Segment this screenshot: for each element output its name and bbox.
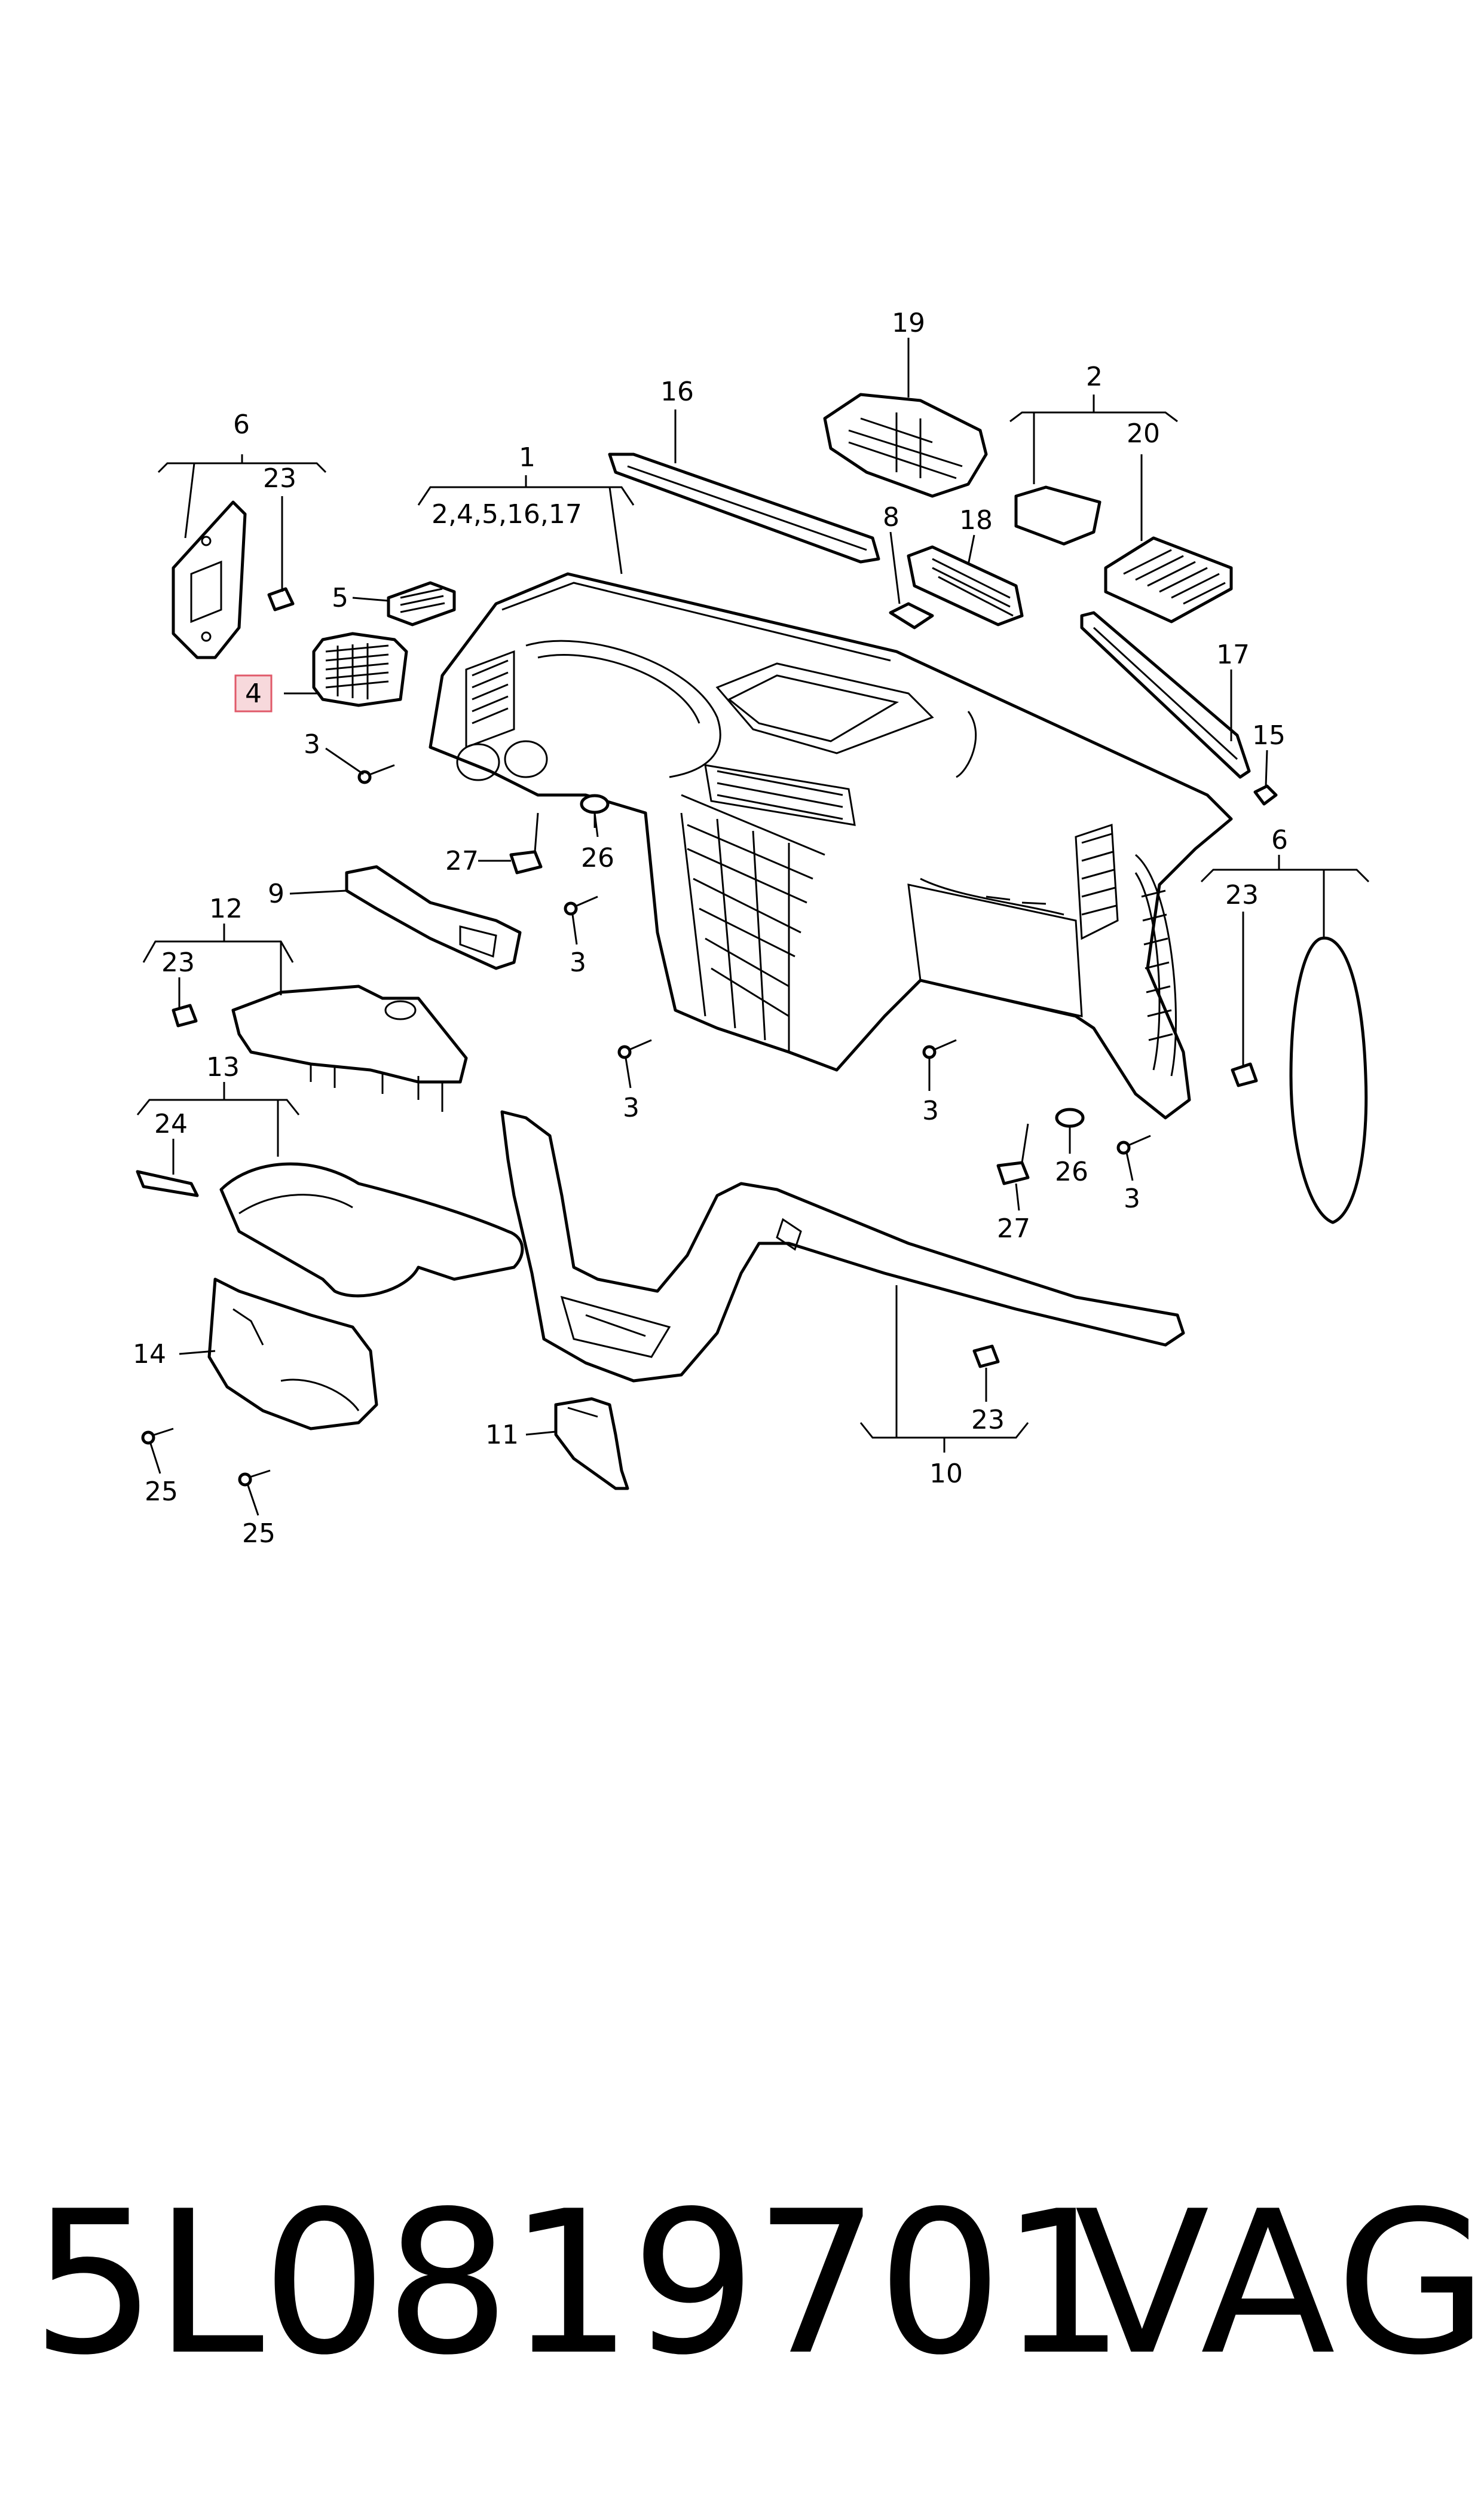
clip-23-right [1231, 1062, 1258, 1087]
callout-23-right: 23 [1225, 880, 1259, 910]
screw-3-c [617, 1039, 652, 1059]
callout-27-a: 27 [445, 846, 479, 876]
callout-1-sub: 2,4,5,16,17 [432, 499, 582, 530]
side-cover-right [1289, 936, 1368, 1224]
side-cover-left [172, 500, 247, 659]
callout-4-highlight [234, 674, 273, 713]
cap-8 [889, 602, 934, 629]
bracket-11 [554, 1397, 629, 1490]
callout-18: 18 [959, 505, 993, 536]
callout-13: 13 [206, 1052, 240, 1083]
cross-member-10 [500, 1110, 1185, 1383]
defroster-strip-16 [608, 453, 880, 564]
screw-3-e [1116, 1135, 1151, 1155]
callout-16: 16 [660, 377, 694, 407]
callout-25-a: 25 [145, 1476, 178, 1507]
callout-6-left: 6 [233, 409, 250, 440]
callout-3-a: 3 [304, 729, 320, 760]
callout-2: 2 [1086, 362, 1103, 392]
air-vent-4 [312, 632, 408, 707]
callout-4: 4 [245, 678, 262, 709]
screw-3-b [564, 895, 598, 916]
callout-23-left: 23 [161, 947, 195, 978]
brand-name: VAG [1075, 2169, 1484, 2398]
defroster-strip-17 [1080, 611, 1251, 779]
cap-15 [1253, 784, 1278, 806]
callout-26-a: 26 [581, 843, 614, 873]
callout-24: 24 [154, 1109, 188, 1139]
callout-1: 1 [519, 442, 536, 473]
callout-27-b: 27 [997, 1213, 1030, 1244]
callout-20: 20 [1127, 418, 1160, 449]
air-vent-5 [387, 581, 456, 626]
clip-27-a [509, 812, 543, 875]
callout-17: 17 [1216, 640, 1250, 670]
callout-labels: 6 23 1 2,4,5,16,17 16 19 2 20 8 18 5 4 1… [133, 308, 1288, 1549]
steering-column-cover-14 [207, 1277, 378, 1430]
callout-12: 12 [209, 894, 243, 924]
center-vent-19 [823, 393, 988, 498]
dashboard-panel [429, 572, 1233, 1120]
clip-24 [136, 1170, 199, 1197]
vent-grille-18 [907, 545, 1024, 626]
clip-23-top-left [267, 587, 295, 612]
leader-lines [136, 338, 1370, 1516]
clip-27-b [996, 1123, 1030, 1185]
screw-25-a [141, 1427, 174, 1445]
cover-2 [1014, 485, 1101, 546]
callout-5: 5 [332, 583, 348, 613]
clip-23-bottom [972, 1344, 1000, 1368]
screw-3-d [922, 1039, 957, 1059]
callout-3-d: 3 [922, 1096, 939, 1126]
callout-15: 15 [1252, 720, 1286, 751]
callout-23-top-left: 23 [263, 463, 296, 494]
callout-11: 11 [485, 1420, 519, 1450]
callout-6-right: 6 [1271, 825, 1288, 855]
callout-14: 14 [133, 1339, 166, 1369]
callout-19: 19 [892, 308, 925, 338]
clip-23-left [172, 1004, 198, 1028]
steering-column-cover-12 [231, 985, 468, 1112]
callout-23-bottom: 23 [971, 1405, 1005, 1435]
callout-10: 10 [929, 1459, 963, 1489]
screw-25-b [238, 1469, 271, 1487]
trim-strip-9 [345, 865, 522, 970]
callout-25-b: 25 [242, 1518, 276, 1549]
callout-3-e: 3 [1124, 1184, 1140, 1214]
part-number: 5L0819701 [31, 2169, 1126, 2398]
callout-3-c: 3 [623, 1093, 640, 1123]
callout-26-b: 26 [1055, 1157, 1088, 1187]
callout-9: 9 [268, 879, 284, 909]
screw-3-a [357, 764, 395, 784]
speaker-grille-20 [1104, 536, 1233, 623]
callout-8: 8 [883, 502, 899, 533]
callout-3-b: 3 [570, 947, 586, 978]
clip-26-a [580, 794, 610, 828]
steering-column-cover-13 [219, 1162, 524, 1298]
